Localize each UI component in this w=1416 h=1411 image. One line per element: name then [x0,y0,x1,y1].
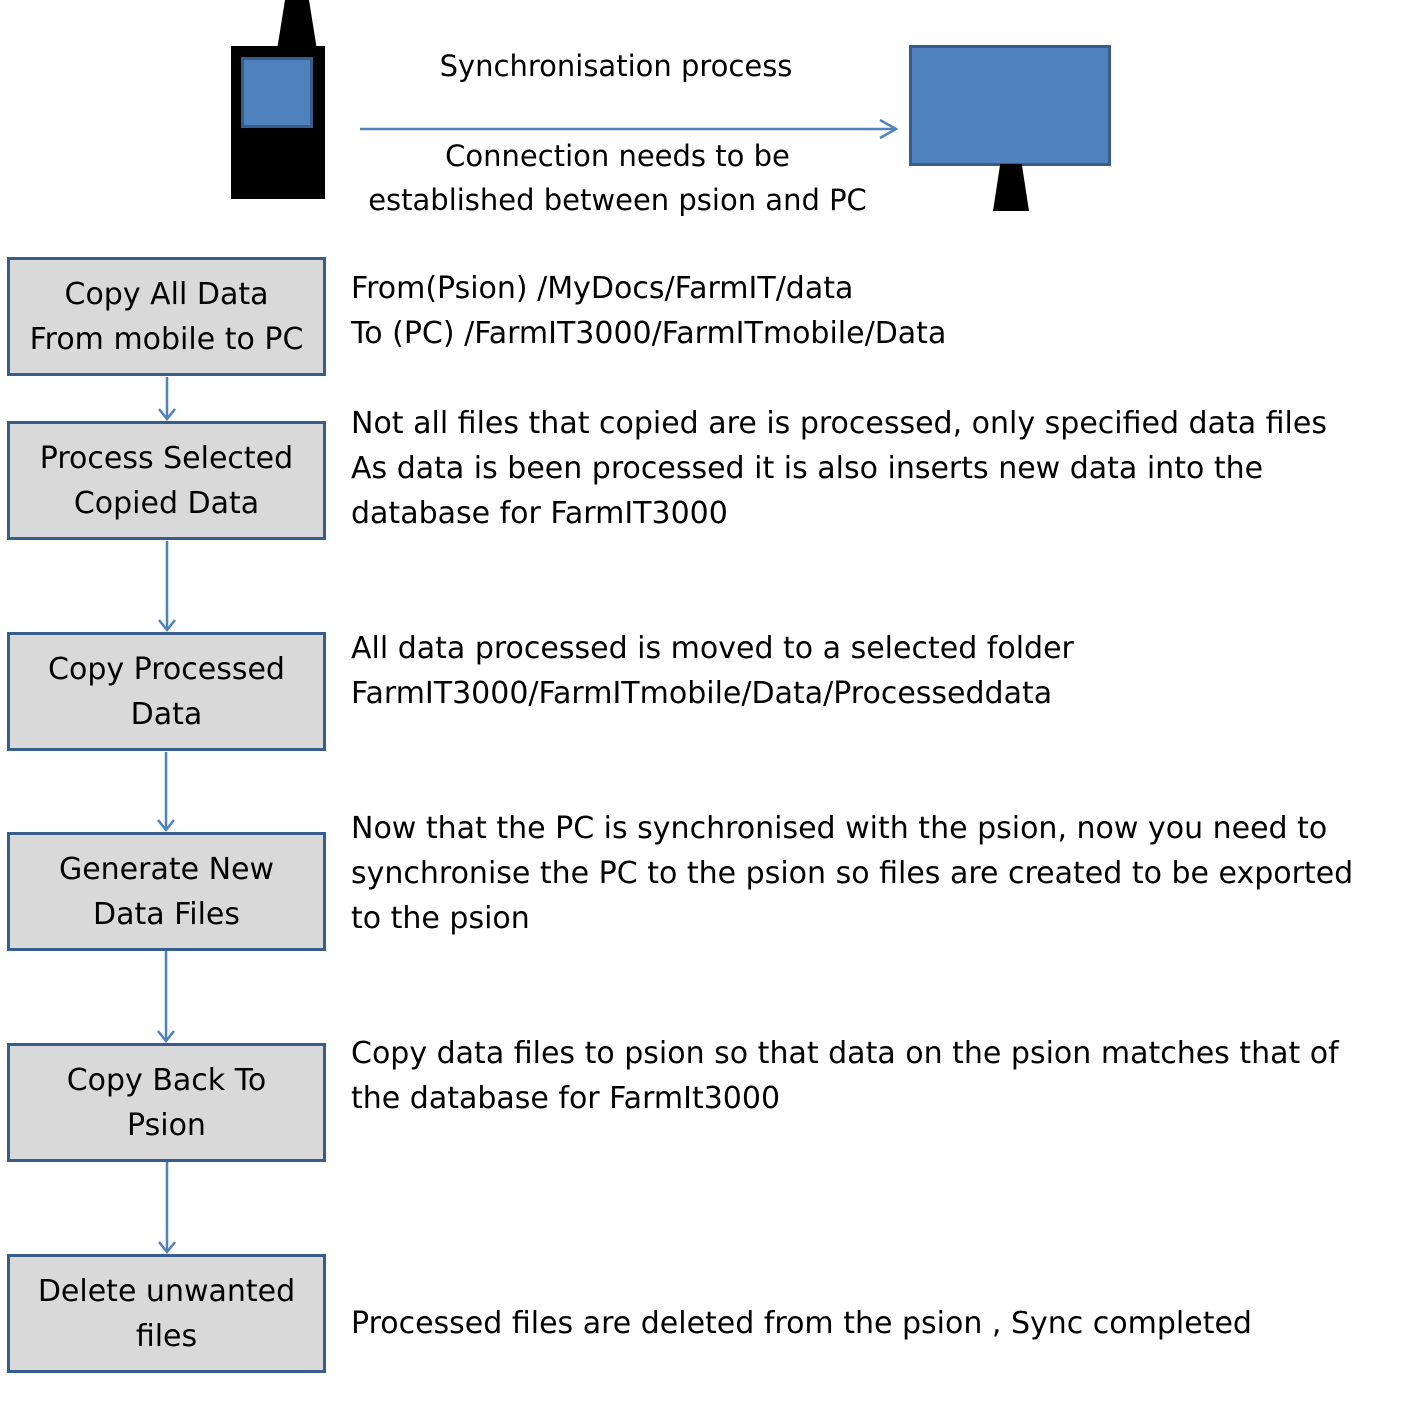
step-description: Now that the PC is synchronised with the… [351,811,1354,936]
step-description: Copy data files to psion so that data on… [351,1036,1339,1116]
step-description: Processed files are deleted from the psi… [351,1306,1252,1341]
arrow-head-4 [157,1030,175,1044]
arrow-head-2 [158,619,176,633]
connection-note: Connection needs to be established betwe… [368,139,867,217]
arrow-head-1 [158,408,176,422]
pc-screen [909,45,1111,166]
arrow-head-5 [158,1241,176,1255]
psion-screen [241,57,313,128]
sync-process-title: Synchronisation process [439,49,793,83]
step-description: Not all files that copied are is process… [351,406,1327,531]
step-copy-processed: Copy Processed Data [7,632,326,751]
step-copy-all-data: Copy All Data From mobile to PC [7,257,326,376]
step-process-selected: Process Selected Copied Data [7,421,326,540]
step-description: From(Psion) /MyDocs/FarmIT/data To (PC) … [351,271,947,351]
step-description: All data processed is moved to a selecte… [351,631,1074,711]
step-generate-new: Generate New Data Files [7,832,326,951]
sync-arrow-head [879,118,899,140]
arrow-head-3 [157,819,175,833]
step-delete-unwanted: Delete unwanted files [7,1254,326,1373]
step-copy-back: Copy Back To Psion [7,1043,326,1162]
